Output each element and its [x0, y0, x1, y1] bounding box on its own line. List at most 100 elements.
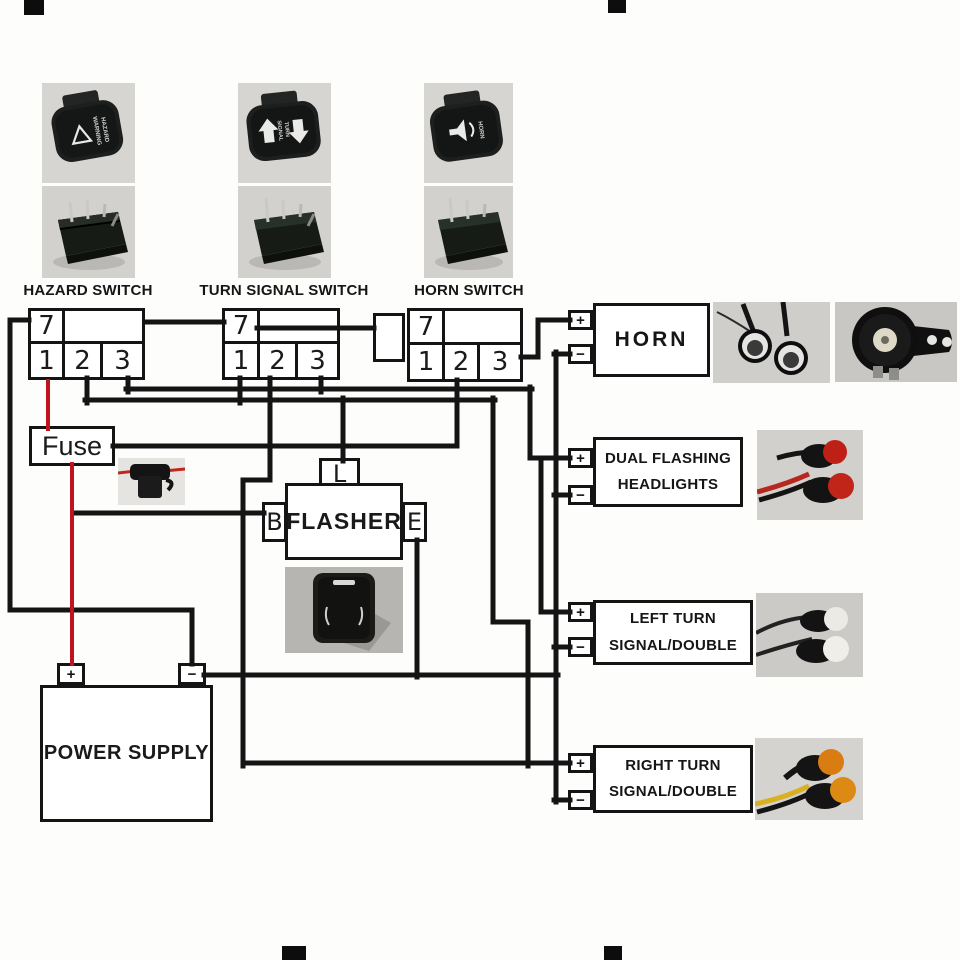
pin-3: 3	[309, 345, 326, 376]
flasher-relay-image	[313, 573, 391, 651]
wire-dual-flashing-positive	[527, 384, 573, 461]
plus-sign: +	[576, 311, 585, 329]
horn-rocker-switch-image: HORN	[429, 90, 503, 162]
up-arrow-icon	[258, 118, 279, 144]
amber-marker-lights-image	[755, 749, 856, 815]
minus-sign: −	[187, 665, 197, 683]
pin-7: 7	[410, 311, 445, 342]
switch-rear-image	[435, 197, 508, 270]
fuse-holder-photo	[118, 458, 185, 505]
minus-sign: −	[576, 345, 585, 363]
horn-photo	[835, 302, 957, 382]
horn-switch-label: HORN SWITCH	[414, 282, 524, 299]
dual-flashing-positive-terminal: +	[568, 448, 593, 468]
flasher-label: FLASHER	[286, 508, 402, 534]
fuse-holder-image	[118, 464, 185, 498]
left-turn-label-line1: LEFT TURN	[629, 610, 717, 628]
minus-sign: −	[576, 638, 585, 656]
white-marker-lights-photo	[756, 593, 863, 677]
plus-sign: +	[66, 665, 76, 683]
turn-signal-switch-connector: 7 1 2 3	[222, 308, 340, 380]
horn-positive-terminal: +	[568, 310, 593, 330]
turn-signal-switch-rear-photo	[238, 186, 331, 278]
left-turn-label-line2: SIGNAL/DOUBLE	[608, 636, 738, 654]
right-turn-positive-terminal: +	[568, 753, 593, 773]
turn-signal-switch-label: TURN SIGNAL SWITCH	[199, 282, 369, 299]
horn-image	[852, 307, 952, 380]
flasher-terminal-L: L	[319, 458, 360, 488]
red-marker-lights-photo	[757, 430, 863, 520]
connector-link-box	[373, 313, 405, 362]
wire-horn-pin3-to-horn-positive	[518, 317, 573, 360]
switch-rear-image	[53, 199, 128, 270]
right-turn-label-line2: SIGNAL/DOUBLE	[608, 783, 738, 800]
minus-sign: −	[576, 791, 585, 809]
pin-3: 3	[114, 345, 131, 376]
pin-3: 3	[491, 347, 509, 377]
dual-flashing-label-line2: HEADLIGHTS	[617, 476, 719, 493]
horn-switch-rear-photo	[424, 186, 513, 278]
pin-2: 2	[445, 345, 480, 379]
horn-box: HORN	[593, 303, 710, 377]
left-turn-negative-terminal: −	[568, 637, 593, 657]
flasher-L-label: L	[332, 460, 347, 488]
fuse-label: Fuse	[41, 430, 103, 461]
down-arrow-icon	[288, 118, 309, 144]
minus-sign: −	[576, 486, 585, 504]
power-supply-label: POWER SUPPLY	[43, 742, 210, 764]
connector-spare-cell	[65, 311, 142, 341]
right-turn-signal-box: RIGHT TURN SIGNAL/DOUBLE	[593, 745, 753, 813]
right-turn-label-line1: RIGHT TURN	[625, 756, 721, 774]
connector-spare-cell	[445, 311, 520, 342]
pin-2: 2	[260, 344, 298, 377]
right-turn-negative-terminal: −	[568, 790, 593, 810]
svg-text:HAZARD: HAZARD	[99, 117, 109, 144]
dual-flashing-label-line1: DUAL FLASHING	[604, 449, 732, 467]
flasher-relay-photo	[285, 567, 403, 653]
eagle-eye-lights-photo	[713, 302, 830, 383]
flasher-B-label: B	[266, 508, 283, 536]
flasher-E-label: E	[406, 508, 423, 536]
hazard-triangle-icon	[71, 124, 94, 146]
plus-sign: +	[576, 754, 585, 772]
edge-artifact	[608, 0, 626, 13]
hazard-switch-connector: 7 1 2 3	[28, 308, 145, 380]
connector-spare-cell	[260, 311, 337, 341]
horn-switch-photo: HORN	[424, 83, 513, 183]
pin-7: 7	[31, 311, 65, 341]
pin-1: 1	[410, 345, 445, 379]
horn-negative-terminal: −	[568, 344, 593, 364]
wire-left-turn-positive	[538, 455, 573, 615]
pin-1: 1	[31, 344, 65, 377]
svg-text:TURN: TURN	[283, 121, 291, 137]
edge-artifact	[24, 0, 44, 15]
horn-switch-connector: 7 1 2 3	[407, 308, 523, 382]
dual-flashing-headlights-box: DUAL FLASHING HEADLIGHTS	[593, 437, 743, 507]
power-supply-box: POWER SUPPLY	[40, 685, 213, 822]
red-marker-lights-image	[757, 440, 854, 503]
wire-fuse-to-horn-pin2	[110, 377, 460, 449]
dual-flashing-negative-terminal: −	[568, 485, 593, 505]
white-marker-lights-image	[756, 607, 849, 663]
flasher-box: FLASHER	[285, 483, 403, 560]
svg-text:SIGNAL: SIGNAL	[275, 120, 283, 142]
hazard-switch-label: HAZARD SWITCH	[23, 282, 153, 299]
svg-text:HORN: HORN	[476, 121, 484, 139]
pin-7: 7	[225, 311, 260, 341]
horn-icon	[449, 119, 475, 142]
horn-label: HORN	[614, 328, 689, 351]
wire-column-right-turn-feed	[490, 395, 531, 769]
hazard-switch-rear-photo	[42, 186, 135, 278]
edge-artifact	[282, 946, 306, 960]
plus-sign: +	[576, 603, 585, 621]
pin-2: 2	[65, 344, 103, 377]
plus-sign: +	[576, 449, 585, 467]
fuse-box: Fuse	[29, 426, 115, 466]
power-supply-negative-terminal: −	[178, 663, 206, 685]
switch-rear-image	[249, 197, 324, 270]
left-turn-positive-terminal: +	[568, 602, 593, 622]
amber-marker-lights-photo	[755, 738, 863, 820]
